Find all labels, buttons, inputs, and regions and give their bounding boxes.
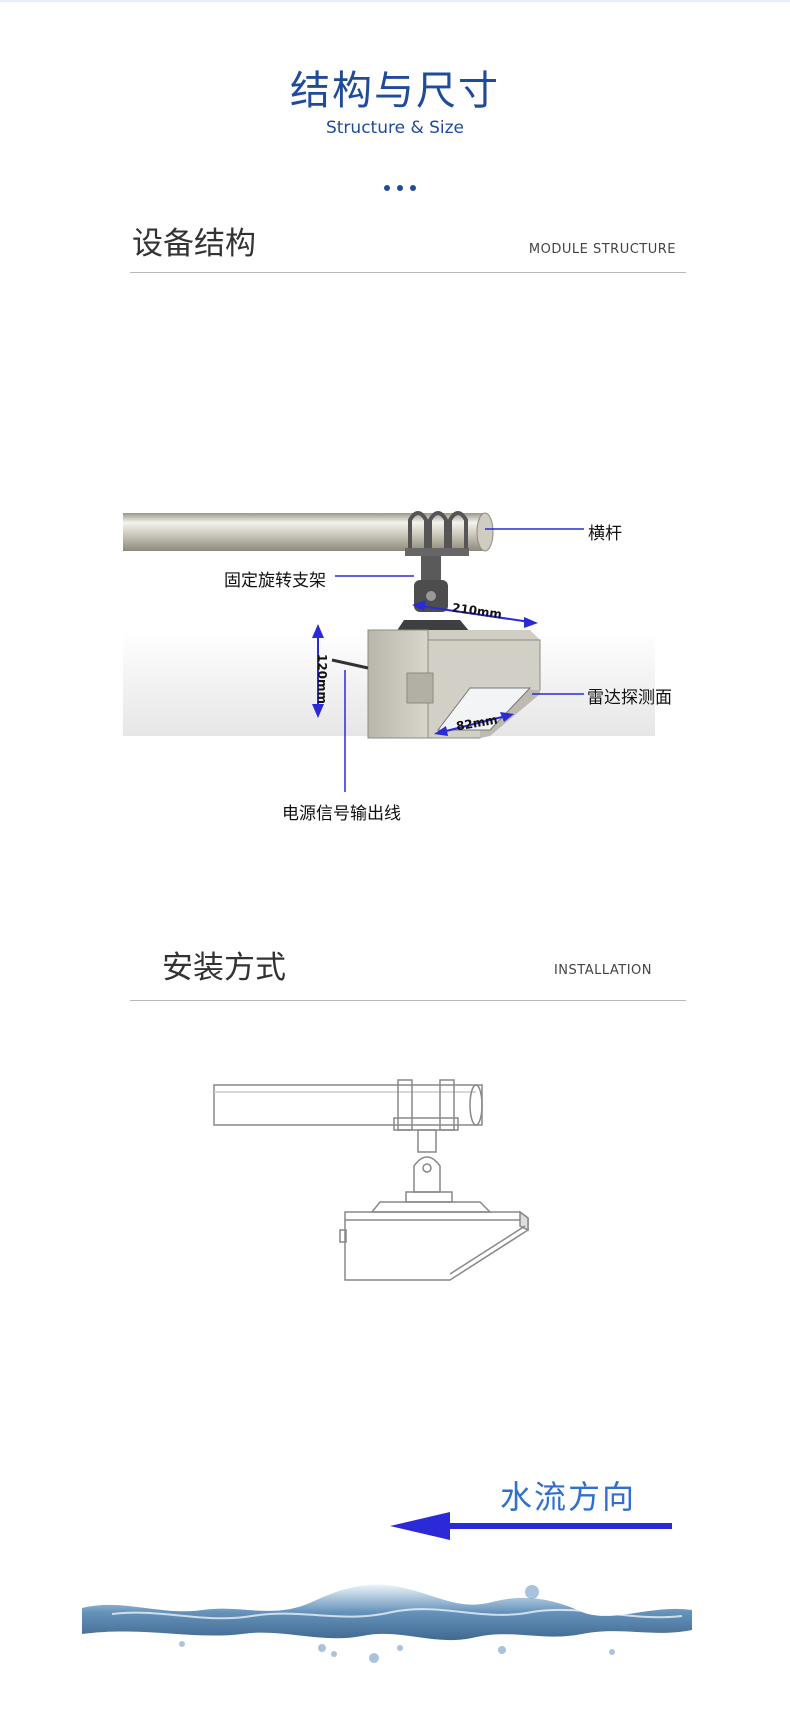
label-crossbar: 横杆: [588, 524, 622, 544]
section-subtitle-installation: INSTALLATION: [553, 963, 652, 978]
installation-diagram: [213, 1079, 529, 1281]
device-structure-diagram: [123, 511, 655, 792]
section-title-structure: 设备结构: [132, 226, 256, 262]
top-border: [0, 0, 790, 2]
label-cable: 电源信号输出线: [282, 804, 401, 824]
label-radar-face: 雷达探测面: [587, 688, 672, 708]
flow-direction-label: 水流方向: [500, 1478, 637, 1516]
ellipsis-dots-icon: [384, 176, 423, 195]
section-title-installation: 安装方式: [162, 950, 286, 986]
section-divider: [130, 272, 686, 273]
section-divider: [130, 1000, 686, 1001]
label-bracket: 固定旋转支架: [224, 571, 326, 591]
water-splash-image: [82, 1584, 692, 1663]
flow-arrow-icon: [390, 1512, 672, 1540]
dimension-height: 120mm: [315, 653, 330, 705]
section-subtitle-structure: MODULE STRUCTURE: [528, 242, 676, 257]
page-title: 结构与尺寸: [290, 68, 500, 114]
page-subtitle: Structure & Size: [325, 118, 465, 138]
